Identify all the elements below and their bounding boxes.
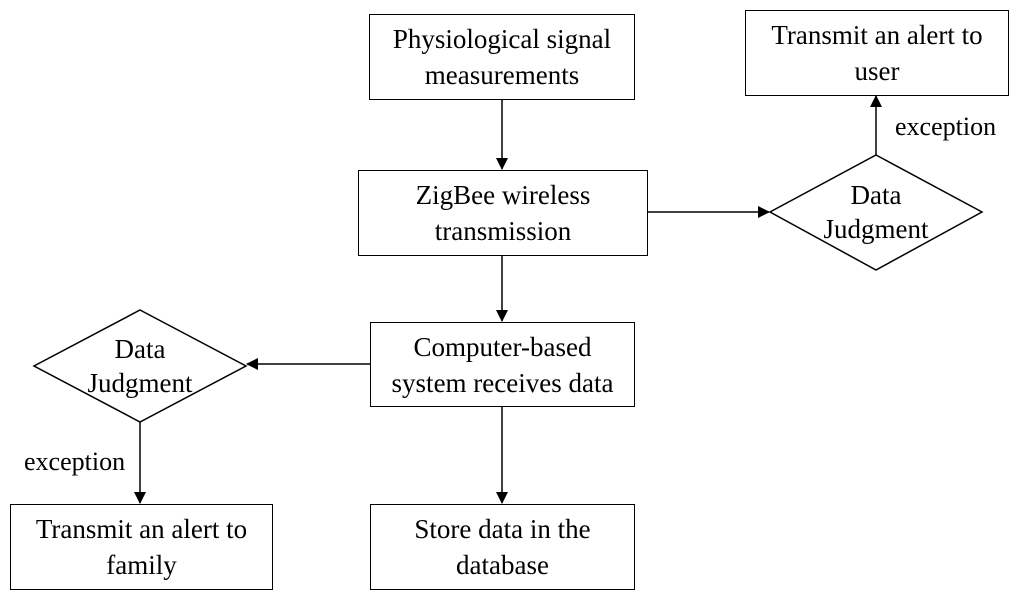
store-line2: database xyxy=(456,550,549,580)
computer-line2: system receives data xyxy=(391,367,614,398)
measurements-line1: Physiological signal xyxy=(392,24,612,54)
measurements-box: Physiological signal measurements xyxy=(369,14,635,100)
zigbee-line2: transmission xyxy=(434,216,572,246)
judgment-right-text: Data Judgment xyxy=(796,176,956,248)
zigbee-line1: ZigBee wireless xyxy=(415,180,591,210)
alert-family-line1: Transmit an alert to xyxy=(35,514,248,544)
edge-label-exception-right: exception xyxy=(895,112,997,141)
alert-family-line2: family xyxy=(106,550,177,580)
computer-box: Computer-based system receives data xyxy=(370,322,635,407)
measurements-line2: measurements xyxy=(424,60,580,90)
alert-family-box: Transmit an alert to family xyxy=(10,504,273,590)
judgment-left-text: Data Judgment xyxy=(60,330,220,402)
store-line1: Store data in the xyxy=(414,514,591,544)
alert-user-line2: user xyxy=(854,56,900,86)
computer-line1: Computer-based xyxy=(413,331,592,362)
judgment-right-line2: Judgment xyxy=(823,214,929,244)
judgment-right-line1: Data xyxy=(850,180,902,210)
alert-user-line1: Transmit an alert to xyxy=(771,20,983,50)
zigbee-box: ZigBee wireless transmission xyxy=(358,170,648,256)
judgment-left-line1: Data xyxy=(114,334,166,364)
alert-user-box: Transmit an alert to user xyxy=(745,10,1009,96)
judgment-left-line2: Judgment xyxy=(87,368,193,398)
edge-label-exception-left: exception xyxy=(24,447,126,476)
store-box: Store data in the database xyxy=(370,504,635,590)
decision-diamond-right xyxy=(768,154,984,271)
